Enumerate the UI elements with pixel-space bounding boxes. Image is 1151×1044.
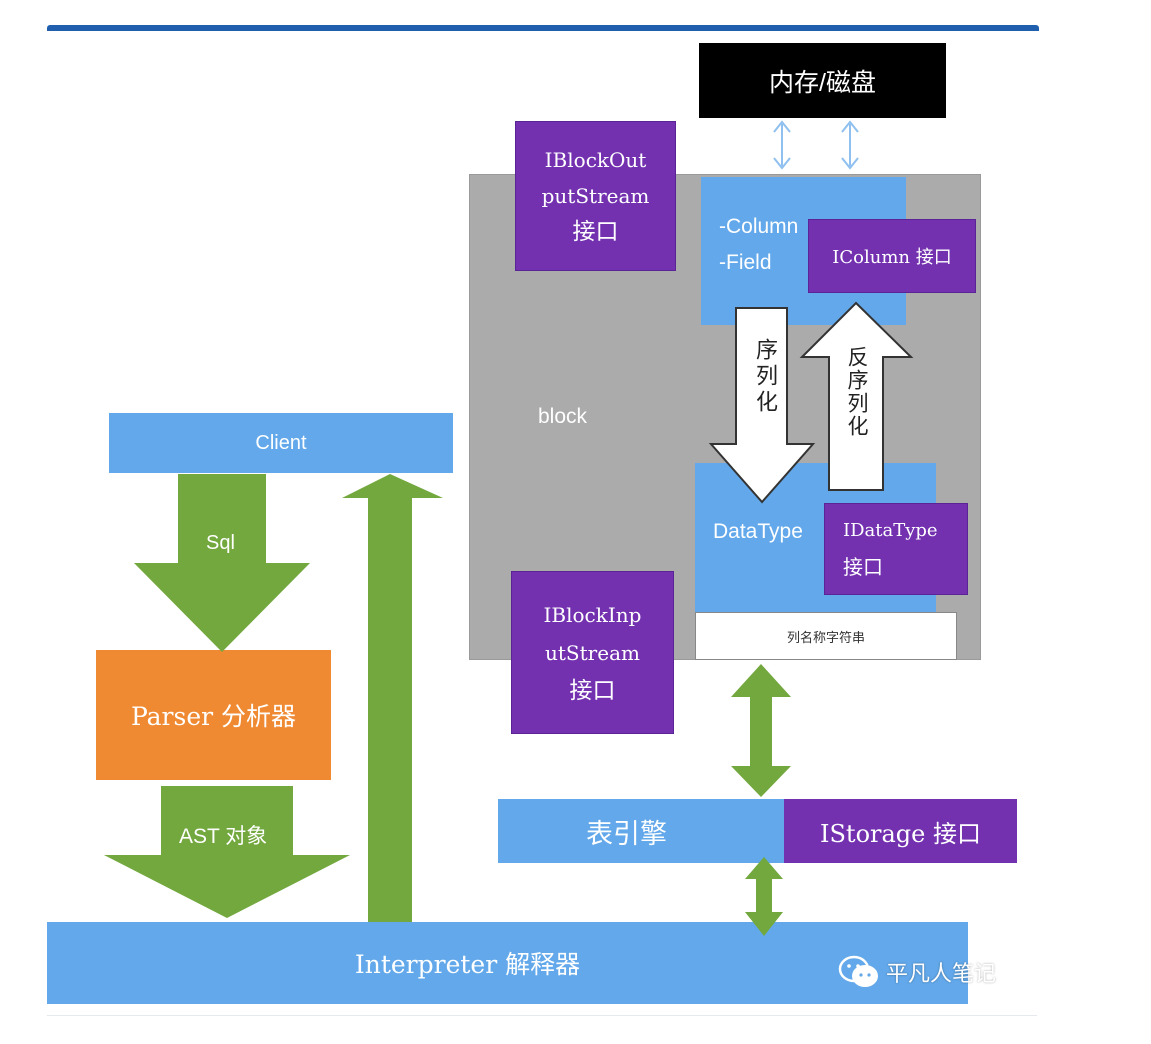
block-label: block (538, 405, 588, 428)
table-engine-box: 表引擎 (498, 799, 785, 863)
block-input-stream-box: IBlockInp utStream 接口 (511, 571, 674, 734)
idatatype-line2: 接口 (843, 555, 883, 579)
memory-disk-label: 内存/磁盘 (769, 68, 876, 97)
block-input-stream-line2: utStream (545, 640, 640, 665)
interpreter-box: Interpreter 解释器 (47, 922, 968, 1004)
istorage-label: IStorage 接口 (820, 819, 981, 848)
block-engine-double-arrow (731, 664, 791, 797)
client-label: Client (255, 431, 307, 454)
deserialize-arrow (799, 301, 914, 491)
parser-label: Parser 分析器 (130, 702, 297, 731)
block-output-stream-box: IBlockOut putStream 接口 (515, 121, 676, 271)
column-label: -Column (719, 215, 799, 238)
interpreter-client-arrow (342, 474, 443, 922)
watermark: 平凡人笔记 (838, 954, 996, 990)
ast-arrow (104, 786, 350, 918)
engine-interpreter-double-arrow (745, 857, 783, 936)
sql-arrow (134, 474, 310, 652)
frame-top-border (47, 25, 1039, 31)
parser-box: Parser 分析器 (96, 650, 331, 780)
datatype-label: DataType (713, 520, 803, 543)
block-output-stream-line1: IBlockOut (544, 148, 647, 172)
ast-label: AST 对象 (179, 825, 268, 848)
sql-label: Sql (206, 532, 235, 554)
icolumn-box: IColumn 接口 (808, 219, 976, 293)
memory-disk-box: 内存/磁盘 (699, 43, 946, 118)
istorage-box: IStorage 接口 (784, 799, 1017, 863)
field-label: -Field (719, 251, 772, 274)
idatatype-line1: IDataType (843, 520, 938, 541)
idatatype-box: IDataType 接口 (824, 503, 968, 595)
client-box: Client (109, 413, 453, 473)
table-engine-label: 表引擎 (586, 818, 667, 849)
serialize-label: 序列化 (753, 338, 778, 416)
column-name-string-box: 列名称字符串 (695, 612, 957, 660)
serialize-arrow (708, 307, 816, 504)
interpreter-label: Interpreter 解释器 (354, 950, 581, 979)
frame-bottom-border (47, 1015, 1037, 1016)
column-name-string-label: 列名称字符串 (786, 629, 865, 645)
deserialize-label: 反序列化 (845, 346, 868, 438)
wechat-icon (838, 955, 878, 987)
block-output-stream-line3: 接口 (572, 219, 619, 245)
watermark-text: 平凡人笔记 (886, 961, 997, 986)
icolumn-label: IColumn 接口 (832, 247, 952, 268)
block-input-stream-line1: IBlockInp (543, 602, 642, 627)
block-output-stream-line2: putStream (541, 184, 650, 208)
memory-link-arrows (773, 120, 859, 170)
block-input-stream-line3: 接口 (569, 677, 616, 704)
